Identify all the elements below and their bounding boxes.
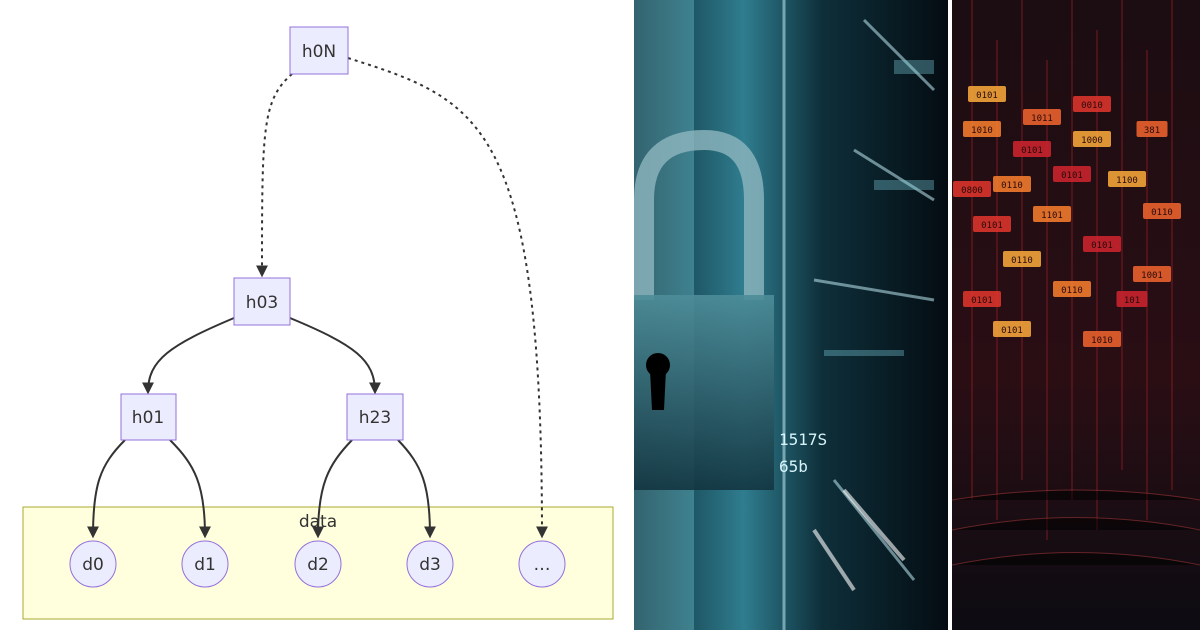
data-tag-box bbox=[1073, 96, 1111, 112]
data-tag-box bbox=[1073, 131, 1111, 147]
data-tag-label: 0800 bbox=[961, 186, 983, 196]
data-tag-box bbox=[1133, 266, 1171, 282]
data-tag-label: 0101 bbox=[976, 91, 998, 101]
node-d2-circle bbox=[294, 540, 342, 588]
data-tag-label: 0101 bbox=[1061, 171, 1083, 181]
node-d2-label: d2 bbox=[307, 555, 329, 575]
edge-h0N-h03 bbox=[256, 73, 293, 278]
data-tag-box bbox=[1023, 109, 1061, 125]
data-tag-box bbox=[968, 86, 1006, 102]
data-tag-label: 0110 bbox=[1061, 286, 1083, 296]
data-tag-label: 0101 bbox=[1091, 241, 1113, 251]
data-tag-label: 0110 bbox=[1151, 208, 1173, 218]
data-tag-box bbox=[953, 181, 991, 197]
data-tag-cloud: 0101 1011 0010 1010 0101 1000 381 0800 0110 0101 1… bbox=[953, 86, 1181, 347]
data-tag-label: 1101 bbox=[1041, 211, 1063, 221]
padlock-image-panel: 1517S 65b bbox=[634, 0, 948, 630]
data-tag-label: 0101 bbox=[981, 221, 1003, 231]
data-tag-box bbox=[1116, 291, 1148, 307]
data-tag-box bbox=[1143, 203, 1181, 219]
data-tag-label: 1010 bbox=[971, 126, 993, 136]
data-tag-box bbox=[1013, 141, 1051, 157]
data-tag-box bbox=[1083, 331, 1121, 347]
data-tag-label: 0101 bbox=[1001, 326, 1023, 336]
node-h01-label: h01 bbox=[132, 408, 164, 428]
edge-h03-h23 bbox=[289, 317, 381, 395]
data-tag-label: 0101 bbox=[971, 296, 993, 306]
node-d1-circle bbox=[181, 540, 229, 588]
node-h0N-label: h0N bbox=[302, 42, 336, 62]
edge-h23-d3 bbox=[397, 439, 436, 539]
node-d1-label: d1 bbox=[194, 555, 216, 575]
data-tag-box bbox=[1136, 121, 1168, 137]
data-cloud-image-panel: 0101 1011 0010 1010 0101 1000 381 0800 0110 0101 1… bbox=[952, 0, 1200, 630]
data-tag-box bbox=[963, 121, 1001, 137]
node-h23-box bbox=[346, 393, 404, 441]
node-h03-box bbox=[233, 277, 291, 326]
data-cloud-illustration: 0101 1011 0010 1010 0101 1000 381 0800 0110 0101 1… bbox=[952, 0, 1200, 630]
node-d3-label: d3 bbox=[419, 555, 441, 575]
node-d0-circle bbox=[69, 540, 117, 588]
node-h23-label: h23 bbox=[359, 408, 391, 428]
node-d0-label: d0 bbox=[82, 555, 104, 575]
data-tag-label: 0010 bbox=[1081, 101, 1103, 111]
panel-digits-top: 1517S bbox=[779, 430, 827, 449]
data-tag-box bbox=[1003, 251, 1041, 267]
data-tag-label: 1100 bbox=[1116, 176, 1138, 186]
data-tag-box bbox=[993, 321, 1031, 337]
padlock-illustration: 1517S 65b bbox=[634, 0, 948, 630]
data-tag-box bbox=[993, 176, 1031, 192]
edge-h0N-ellipsis bbox=[347, 57, 548, 539]
data-tag-label: 0101 bbox=[1021, 146, 1043, 156]
edge-h01-d0 bbox=[87, 439, 126, 539]
data-tag-box bbox=[963, 291, 1001, 307]
data-tag-box bbox=[1083, 236, 1121, 252]
node-h03-label: h03 bbox=[246, 293, 278, 313]
hash-tree-diagram: data h0N h03 h01 h23 d0 d1 d2 d3 … bbox=[22, 26, 614, 620]
data-tag-label: 1011 bbox=[1031, 114, 1053, 124]
edge-h01-d1 bbox=[169, 439, 211, 539]
node-ellipsis-circle bbox=[518, 540, 566, 588]
data-tag-box bbox=[1033, 206, 1071, 222]
node-h01-box bbox=[120, 393, 177, 441]
node-ellipsis-label: … bbox=[534, 555, 551, 575]
node-d3-circle bbox=[406, 540, 454, 588]
data-tag-label: 1001 bbox=[1141, 271, 1163, 281]
data-tag-label: 0110 bbox=[1011, 256, 1033, 266]
data-tag-box bbox=[973, 216, 1011, 232]
data-tag-label: 101 bbox=[1124, 296, 1140, 306]
data-tag-box bbox=[1053, 166, 1091, 182]
node-h0N-box bbox=[289, 26, 349, 75]
edge-h23-d2 bbox=[312, 439, 353, 539]
data-tag-label: 1010 bbox=[1091, 336, 1113, 346]
data-tag-label: 381 bbox=[1144, 126, 1160, 136]
data-tag-box bbox=[1053, 281, 1091, 297]
data-tag-label: 0110 bbox=[1001, 181, 1023, 191]
padlock-shackle bbox=[634, 129, 764, 300]
data-tag-label: 1000 bbox=[1081, 136, 1103, 146]
data-tag-box bbox=[1108, 171, 1146, 187]
edge-h03-h01 bbox=[142, 317, 235, 395]
panel-digits-bottom: 65b bbox=[779, 457, 808, 476]
